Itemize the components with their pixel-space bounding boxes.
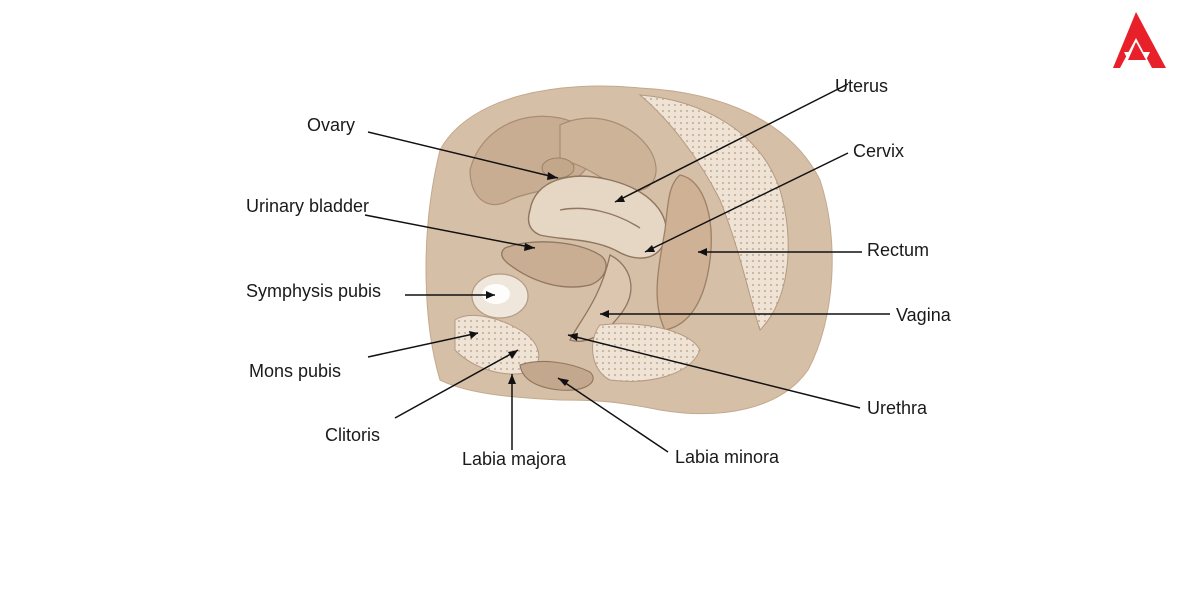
labels: Ovary Urinary bladder Symphysis pubis Mo… [246,76,952,469]
arrowhead-symphysis-pubis [486,291,495,299]
intestine-loop-2 [559,117,657,192]
label-labia-majora: Labia majora [462,449,567,469]
arrowhead-cervix [645,245,655,252]
leader-urethra [567,334,861,409]
label-uterus: Uterus [835,76,888,96]
arrowhead-uterus [615,195,625,202]
arrowhead-urethra [568,333,578,341]
labia-shape [519,360,594,391]
uterus-cavity [559,207,641,229]
label-ovary: Ovary [307,115,355,135]
bladder-shape [501,241,607,288]
pelvis-illustration [425,85,833,415]
arrowhead-ovary [547,172,558,180]
label-symphysis-pubis: Symphysis pubis [246,281,381,301]
arrowhead-vagina [600,310,609,318]
arrowhead-mons-pubis [469,331,478,339]
label-labia-minora: Labia minora [675,447,780,467]
leader-ovary [367,131,559,179]
brand-logo-icon[interactable] [1113,12,1166,68]
label-mons-pubis: Mons pubis [249,361,341,381]
leader-uterus [614,83,849,203]
leader-urinary-bladder [364,214,536,249]
label-cervix: Cervix [853,141,904,161]
mons-region [454,314,540,375]
label-clitoris: Clitoris [325,425,380,445]
leader-labia-minora [557,377,669,453]
arrowhead-clitoris [508,350,518,359]
pubic-bone-core [482,284,510,304]
arrowheads [469,172,707,386]
arrowhead-labia-majora [508,374,516,384]
label-urinary-bladder: Urinary bladder [246,196,369,216]
arrowhead-urinary-bladder [524,243,535,251]
arrowhead-labia-minora [558,378,569,386]
label-vagina: Vagina [896,305,952,325]
arrowhead-rectum [698,248,707,256]
leader-cervix [644,152,849,253]
leader-lines [364,83,890,453]
perineum-region [592,323,701,382]
sacrum-region [638,94,789,331]
leader-clitoris [394,349,519,419]
label-urethra: Urethra [867,398,928,418]
uterus-shape [527,175,667,259]
brand-logo-inner [1128,42,1146,60]
leader-mons-pubis [367,332,479,358]
label-rectum: Rectum [867,240,929,260]
